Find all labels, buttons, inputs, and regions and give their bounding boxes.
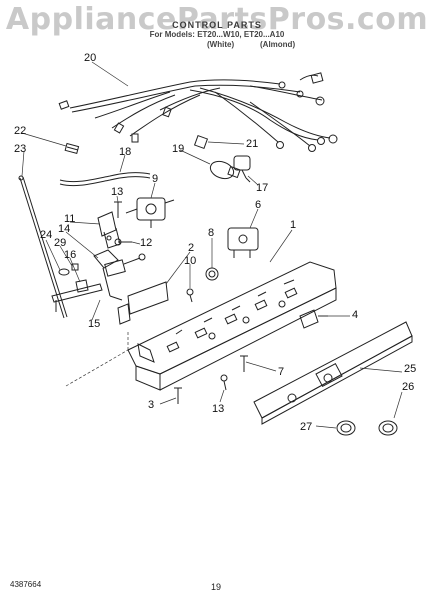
callout-7: 7: [278, 366, 285, 378]
diagram-title: CONTROL PARTS: [172, 20, 262, 30]
wire-clip: [64, 142, 80, 155]
callout-25: 25: [404, 363, 417, 375]
control-knob-shaft: [114, 238, 132, 246]
callout-4: 4: [352, 309, 359, 321]
control-knob: [336, 420, 356, 436]
light-socket: [233, 155, 251, 183]
control-housing: [127, 261, 337, 391]
tubing: [59, 172, 151, 187]
callout-23: 23: [14, 143, 27, 155]
callout-3: 3: [148, 399, 155, 411]
callout-27: 27: [300, 421, 313, 433]
variant-label-almond: (Almond): [260, 40, 296, 49]
leader-lines: [21, 61, 403, 429]
front-panel: [253, 321, 413, 425]
callout-17: 17: [256, 182, 269, 194]
document-number: 4387664: [10, 580, 42, 589]
switch-module: [227, 227, 259, 258]
callout-26: 26: [402, 381, 415, 393]
page-number: 19: [211, 582, 222, 592]
cover-plate: [117, 281, 169, 325]
light-bulb: [209, 160, 241, 180]
callout-24: 24: [40, 229, 53, 241]
control-knob-2: [378, 420, 398, 436]
callout-6: 6: [255, 199, 262, 211]
screw-upper: [114, 201, 122, 218]
callout-8: 8: [208, 227, 215, 239]
callout-29: 29: [54, 237, 67, 249]
callout-19: 19: [172, 143, 185, 155]
callout-11: 11: [64, 213, 76, 225]
damper-control: [125, 197, 175, 228]
model-list: For Models: ET20...W10, ET20...A10: [149, 30, 285, 39]
callout-12: 12: [140, 237, 153, 249]
clip-16: [75, 279, 89, 293]
callout-15: 15: [88, 318, 101, 330]
callout-16: 16: [64, 249, 77, 261]
callout-13-lower: 13: [212, 403, 225, 415]
washer: [58, 268, 70, 276]
bracket-bar: [51, 283, 103, 312]
callout-13-upper: 13: [111, 186, 124, 198]
callout-9: 9: [152, 173, 159, 185]
callout-2: 2: [188, 242, 195, 254]
small-switch: [299, 309, 328, 329]
callout-18: 18: [119, 146, 132, 158]
callout-14: 14: [58, 223, 71, 235]
callout-10: 10: [184, 255, 197, 267]
grommet: [205, 267, 219, 281]
watermark: AppliancePartsPros.com: [5, 2, 429, 37]
small-clip: [193, 134, 209, 150]
wire-harness: [58, 72, 338, 152]
callout-1: 1: [290, 219, 297, 231]
screw-3: [174, 387, 182, 404]
screw-13-lower: [220, 374, 228, 391]
callout-22: 22: [14, 125, 27, 137]
screw-7: [240, 355, 248, 372]
callout-21: 21: [246, 138, 259, 150]
screw-10: [186, 288, 194, 303]
variant-label-white: (White): [207, 40, 235, 49]
callout-20: 20: [84, 52, 97, 64]
thermostat-bracket: [97, 211, 121, 249]
thermostat: [93, 249, 146, 301]
